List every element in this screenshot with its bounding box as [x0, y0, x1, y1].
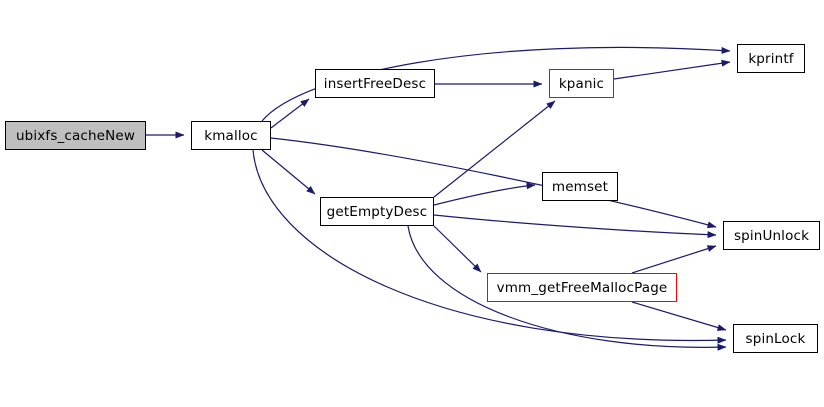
- edge-kpanic-to-kprintf: [613, 59, 731, 80]
- node-label-kprintf: kprintf: [748, 50, 794, 67]
- node-label-spinUnlock: spinUnlock: [733, 227, 810, 244]
- node-label-spinLock: spinLock: [745, 330, 806, 347]
- edge-getEmptyDesc-to-memset: [433, 182, 536, 206]
- node-label-vmm_getFreeMallocPage: vmm_getFreeMallocPage: [496, 279, 668, 296]
- edge-getEmptyDesc-to-vmm_getFreeMallocPage: [433, 225, 482, 273]
- node-kpanic[interactable]: kpanic: [549, 69, 614, 98]
- edge-vmm_getFreeMallocPage-to-spinLock: [631, 301, 727, 331]
- edge-kmalloc-to-spinUnlock: [270, 137, 717, 229]
- node-label-insertFreeDesc: insertFreeDesc: [323, 75, 427, 92]
- node-vmm_getFreeMallocPage[interactable]: vmm_getFreeMallocPage: [487, 273, 677, 302]
- edge-kmalloc-to-kprintf: [261, 46, 731, 122]
- edge-getEmptyDesc-to-spinLock: [407, 225, 727, 351]
- node-insertFreeDesc[interactable]: insertFreeDesc: [315, 69, 435, 98]
- edge-getEmptyDesc-to-kpanic: [433, 100, 556, 198]
- node-label-ubixfs_cacheNew: ubixfs_cacheNew: [15, 127, 136, 144]
- node-label-kpanic: kpanic: [558, 75, 605, 92]
- node-getEmptyDesc[interactable]: getEmptyDesc: [320, 197, 434, 226]
- node-ubixfs_cacheNew[interactable]: ubixfs_cacheNew: [5, 121, 146, 150]
- node-kmalloc[interactable]: kmalloc: [191, 121, 271, 150]
- node-memset[interactable]: memset: [542, 172, 618, 201]
- node-label-kmalloc: kmalloc: [204, 127, 258, 144]
- edges-group: [146, 46, 731, 351]
- edge-kmalloc-to-getEmptyDesc: [261, 149, 316, 195]
- edge-getEmptyDesc-to-spinUnlock: [433, 214, 717, 239]
- node-kprintf[interactable]: kprintf: [737, 44, 805, 73]
- edge-kmalloc-to-insertFreeDesc: [270, 98, 310, 129]
- edge-kmalloc-to-spinLock: [252, 149, 727, 344]
- edge-vmm_getFreeMallocPage-to-spinUnlock: [631, 245, 717, 274]
- node-spinUnlock[interactable]: spinUnlock: [723, 221, 820, 250]
- node-label-getEmptyDesc: getEmptyDesc: [326, 203, 428, 220]
- node-label-memset: memset: [551, 178, 609, 195]
- node-spinLock[interactable]: spinLock: [733, 324, 818, 353]
